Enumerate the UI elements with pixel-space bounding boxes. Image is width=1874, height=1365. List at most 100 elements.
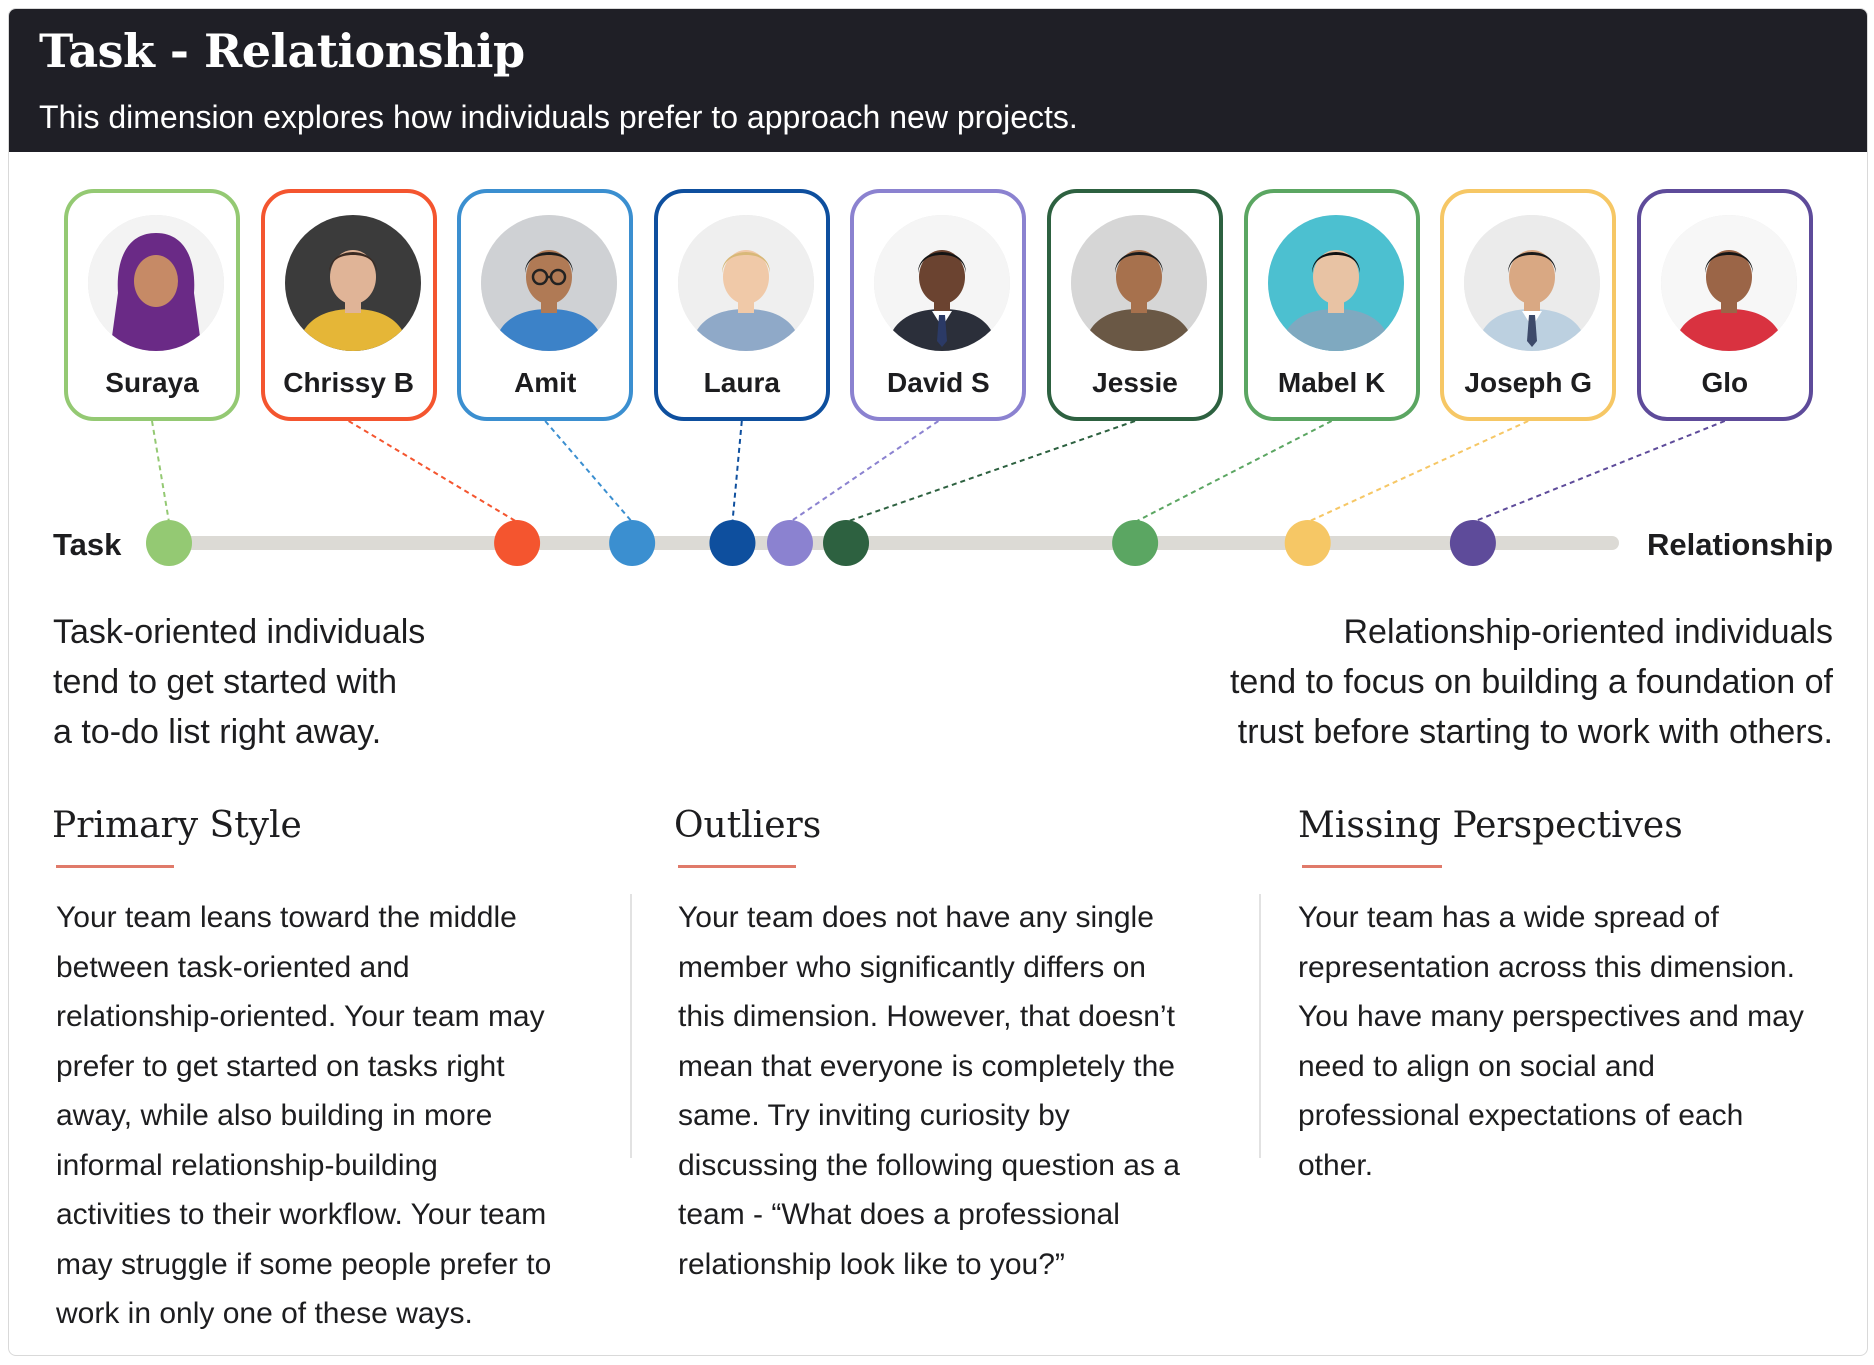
avatar-illustration	[1464, 215, 1601, 351]
section-title-primary-style: Primary Style	[52, 805, 302, 846]
connector-line	[845, 420, 1136, 523]
section-line: member who significantly differs on	[678, 950, 1146, 984]
connector-line	[1307, 420, 1529, 523]
task-description-line: a to-do list right away.	[53, 713, 382, 751]
person-avatar	[1267, 215, 1404, 351]
section-line: need to align on social and	[1298, 1049, 1655, 1083]
spectrum-marker-laura[interactable]	[709, 520, 756, 566]
member-name: Chrissy B	[283, 367, 414, 398]
section-line: representation across this dimension.	[1298, 950, 1795, 984]
section-line: other.	[1298, 1148, 1374, 1182]
dimension-card: Task - Relationship This dimension explo…	[8, 8, 1868, 1356]
member-card-chrissy-b[interactable]: Chrissy B	[260, 189, 437, 421]
section-line: Your team does not have any single	[678, 901, 1154, 934]
member-card-mabel-k[interactable]: Mabel K	[1243, 189, 1420, 421]
member-name: Mabel K	[1277, 367, 1386, 398]
section-line: work in only one of these ways.	[56, 1297, 473, 1330]
avatar-illustration	[481, 215, 618, 351]
section-line: You have many perspectives and may	[1298, 1000, 1804, 1033]
member-name: Jessie	[1092, 367, 1178, 398]
spectrum-marker-david-s[interactable]	[766, 520, 813, 566]
section-underline	[56, 865, 174, 868]
person-avatar	[1660, 215, 1797, 351]
avatar-illustration	[1071, 215, 1207, 351]
section-line: this dimension. However, that doesn’t	[678, 1000, 1175, 1033]
team-spectrum-graphic	[146, 420, 1726, 566]
section-line: relationship-oriented. Your team may	[56, 1000, 545, 1033]
person-tie-avatar	[1464, 215, 1601, 351]
avatar-illustration	[88, 215, 224, 351]
spectrum-marker-suraya[interactable]	[146, 520, 192, 566]
spectrum-marker-joseph-g[interactable]	[1284, 520, 1331, 566]
connector-line	[348, 420, 518, 523]
connector-line	[789, 420, 939, 523]
member-card-jessie[interactable]: Jessie	[1047, 189, 1223, 421]
spectrum-marker-mabel-k[interactable]	[1112, 520, 1159, 566]
person-avatar	[284, 215, 421, 351]
relationship-description-line: tend to focus on building a foundation o…	[1229, 663, 1833, 701]
section-line: Your team leans toward the middle	[56, 901, 517, 934]
person-avatar	[1071, 215, 1207, 351]
person-suit-avatar	[874, 215, 1011, 351]
member-card-david-s[interactable]: David S	[850, 189, 1027, 421]
page-subtitle: This dimension explores how individuals …	[39, 99, 1078, 135]
section-line: away, while also building in more	[56, 1099, 493, 1132]
member-card-glo[interactable]: Glo	[1636, 189, 1813, 421]
member-card-laura[interactable]: Laura	[653, 189, 830, 421]
section-title-missing-perspectives: Missing Perspectives	[1298, 805, 1683, 846]
connector-line	[544, 420, 633, 523]
spectrum-marker-chrissy-b[interactable]	[494, 520, 541, 566]
member-card-joseph-g[interactable]: Joseph G	[1440, 189, 1617, 421]
section-body-missing-perspectives: Your team has a wide spread of represent…	[1298, 893, 1804, 1190]
page-title: Task - Relationship	[39, 24, 525, 78]
member-name: Joseph G	[1464, 367, 1592, 398]
axis-right-label: Relationship	[1646, 527, 1833, 562]
task-description-line: Task-oriented individuals	[53, 613, 426, 651]
connector-line	[1472, 420, 1726, 523]
section-line: professional expectations of each	[1298, 1099, 1744, 1132]
task-description: Task-oriented individuals tend to get st…	[53, 607, 653, 757]
spectrum-marker-jessie[interactable]	[823, 520, 870, 566]
avatar-illustration	[1660, 215, 1797, 351]
member-name: Amit	[514, 367, 577, 398]
member-name: David S	[887, 367, 990, 398]
section-title-outliers: Outliers	[674, 805, 822, 846]
task-description-line: tend to get started with	[53, 663, 397, 701]
person-avatar	[677, 215, 814, 351]
section-underline	[678, 865, 796, 868]
section-line: discussing the following question as a	[678, 1148, 1180, 1182]
member-name: Suraya	[105, 367, 199, 398]
member-name: Glo	[1701, 367, 1749, 398]
section-line: may struggle if some people prefer to	[56, 1247, 552, 1281]
spectrum-marker-amit[interactable]	[609, 520, 656, 566]
member-card-amit[interactable]: Amit	[457, 189, 634, 421]
section-line: prefer to get started on tasks right	[56, 1049, 505, 1083]
section-body-primary-style: Your team leans toward the middle betwee…	[56, 893, 551, 1339]
avatar-illustration	[284, 215, 421, 351]
member-card-suraya[interactable]: Suraya	[64, 189, 240, 421]
spectrum-marker-glo[interactable]	[1449, 520, 1496, 566]
section-line: same. Try inviting curiosity by	[678, 1099, 1070, 1132]
connector-line	[731, 420, 743, 523]
avatar-illustration	[874, 215, 1011, 351]
avatar-illustration	[1267, 215, 1404, 351]
column-divider	[1259, 894, 1261, 1158]
section-line: informal relationship-building	[56, 1148, 438, 1182]
axis-left-label: Task	[53, 527, 122, 562]
relationship-description-line: Relationship-oriented individuals	[1343, 613, 1833, 651]
section-underline	[1302, 865, 1442, 868]
member-name: Laura	[703, 367, 780, 398]
hijab-person-avatar	[88, 215, 224, 351]
connector-line	[151, 420, 170, 523]
section-line: between task-oriented and	[56, 950, 410, 984]
connector-line	[1134, 420, 1333, 523]
avatar-illustration	[677, 215, 814, 351]
person-glasses-avatar	[481, 215, 618, 351]
relationship-description: Relationship-oriented individuals tend t…	[1073, 607, 1833, 757]
section-line: mean that everyone is completely the	[678, 1049, 1175, 1083]
section-body-outliers: Your team does not have any single membe…	[678, 893, 1180, 1289]
column-divider	[630, 894, 632, 1158]
section-line: Your team has a wide spread of	[1298, 901, 1719, 934]
section-line: relationship look like to you?”	[678, 1247, 1065, 1281]
section-line: activities to their workflow. Your team	[56, 1198, 547, 1231]
